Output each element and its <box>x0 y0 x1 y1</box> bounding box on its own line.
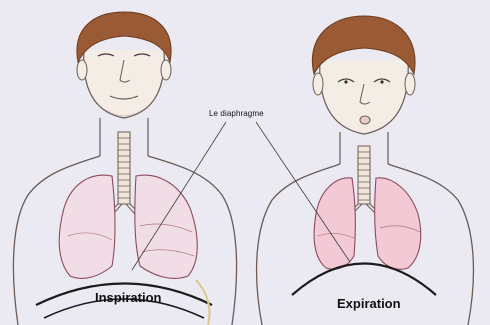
expiration-left-ear <box>313 73 323 95</box>
inspiration-right-ear <box>161 60 171 80</box>
expiration-caption: Expiration <box>337 296 401 311</box>
diaphragm-label: Le diaphragme <box>209 109 264 118</box>
expiration-right-ear <box>405 73 415 95</box>
expiration-mouth <box>360 116 370 124</box>
inspiration-caption: Inspiration <box>95 290 161 305</box>
inspiration-left-ear <box>77 60 87 80</box>
